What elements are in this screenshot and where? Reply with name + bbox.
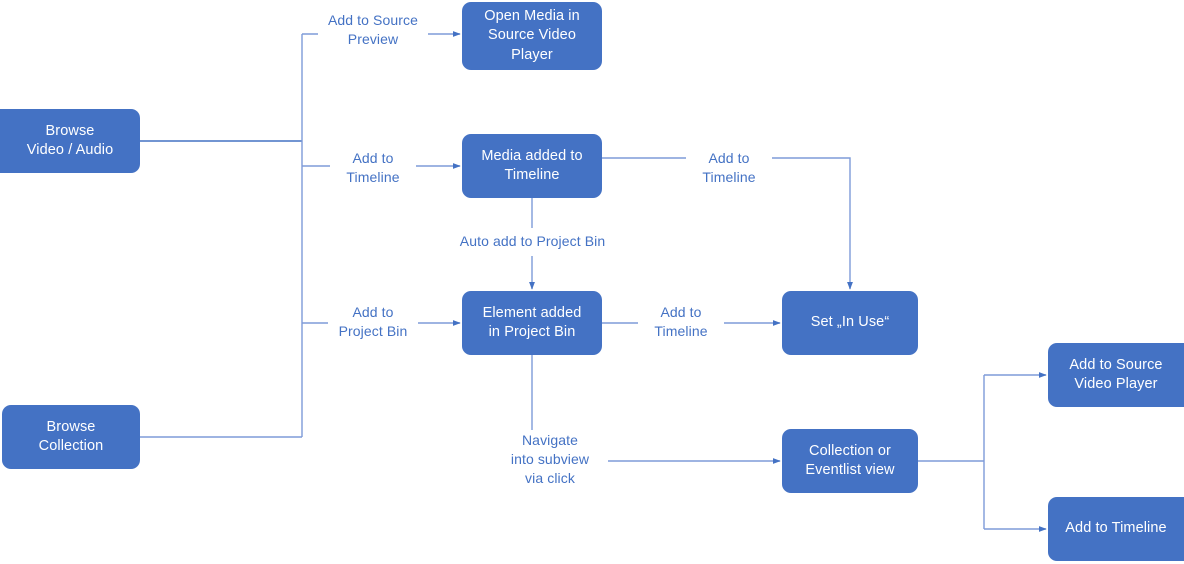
- edge-label-add-to-source-preview: Add to Source Preview: [318, 11, 428, 50]
- node-label: Browse Video / Audio: [26, 122, 114, 158]
- node-label: Media added to Timeline: [481, 147, 583, 183]
- node-label: Collection or Eventlist view: [805, 442, 895, 478]
- node-label: Element added in Project Bin: [482, 304, 582, 340]
- node-set-in-use[interactable]: Set „In Use“: [782, 291, 918, 355]
- node-add-to-source-video-player[interactable]: Add to Source Video Player: [1048, 343, 1184, 407]
- node-label: Browse Collection: [38, 418, 104, 454]
- node-label: Add to Source Video Player: [1069, 356, 1163, 392]
- edge-media-to-inuse-arrow: [770, 157, 853, 290]
- node-element-added-in-project-bin[interactable]: Element added in Project Bin: [462, 291, 602, 355]
- edge-label-add-to-project-bin: Add to Project Bin: [328, 303, 418, 342]
- node-label: Set „In Use“: [810, 314, 890, 331]
- node-collection-or-eventlist-view[interactable]: Collection or Eventlist view: [782, 429, 918, 493]
- node-label: Open Media in Source Video Player: [484, 8, 580, 63]
- edge-label-add-to-timeline-from-project-bin: Add to Timeline: [638, 303, 724, 342]
- node-open-media-in-source-video-player[interactable]: Open Media in Source Video Player: [462, 2, 602, 70]
- node-browse-video-audio[interactable]: Browse Video / Audio: [0, 109, 140, 173]
- edge-label-add-to-timeline-to-in-use: Add to Timeline: [686, 149, 772, 188]
- edge-label-add-to-timeline-from-browse: Add to Timeline: [330, 149, 416, 188]
- node-label: Add to Timeline: [1065, 520, 1167, 537]
- node-add-to-timeline[interactable]: Add to Timeline: [1048, 497, 1184, 561]
- node-browse-collection[interactable]: Browse Collection: [2, 405, 140, 469]
- node-media-added-to-timeline[interactable]: Media added to Timeline: [462, 134, 602, 198]
- edge-label-navigate-into-subview-via-click: Navigate into subview via click: [495, 431, 605, 489]
- edge-label-auto-add-to-project-bin: Auto add to Project Bin: [455, 232, 610, 252]
